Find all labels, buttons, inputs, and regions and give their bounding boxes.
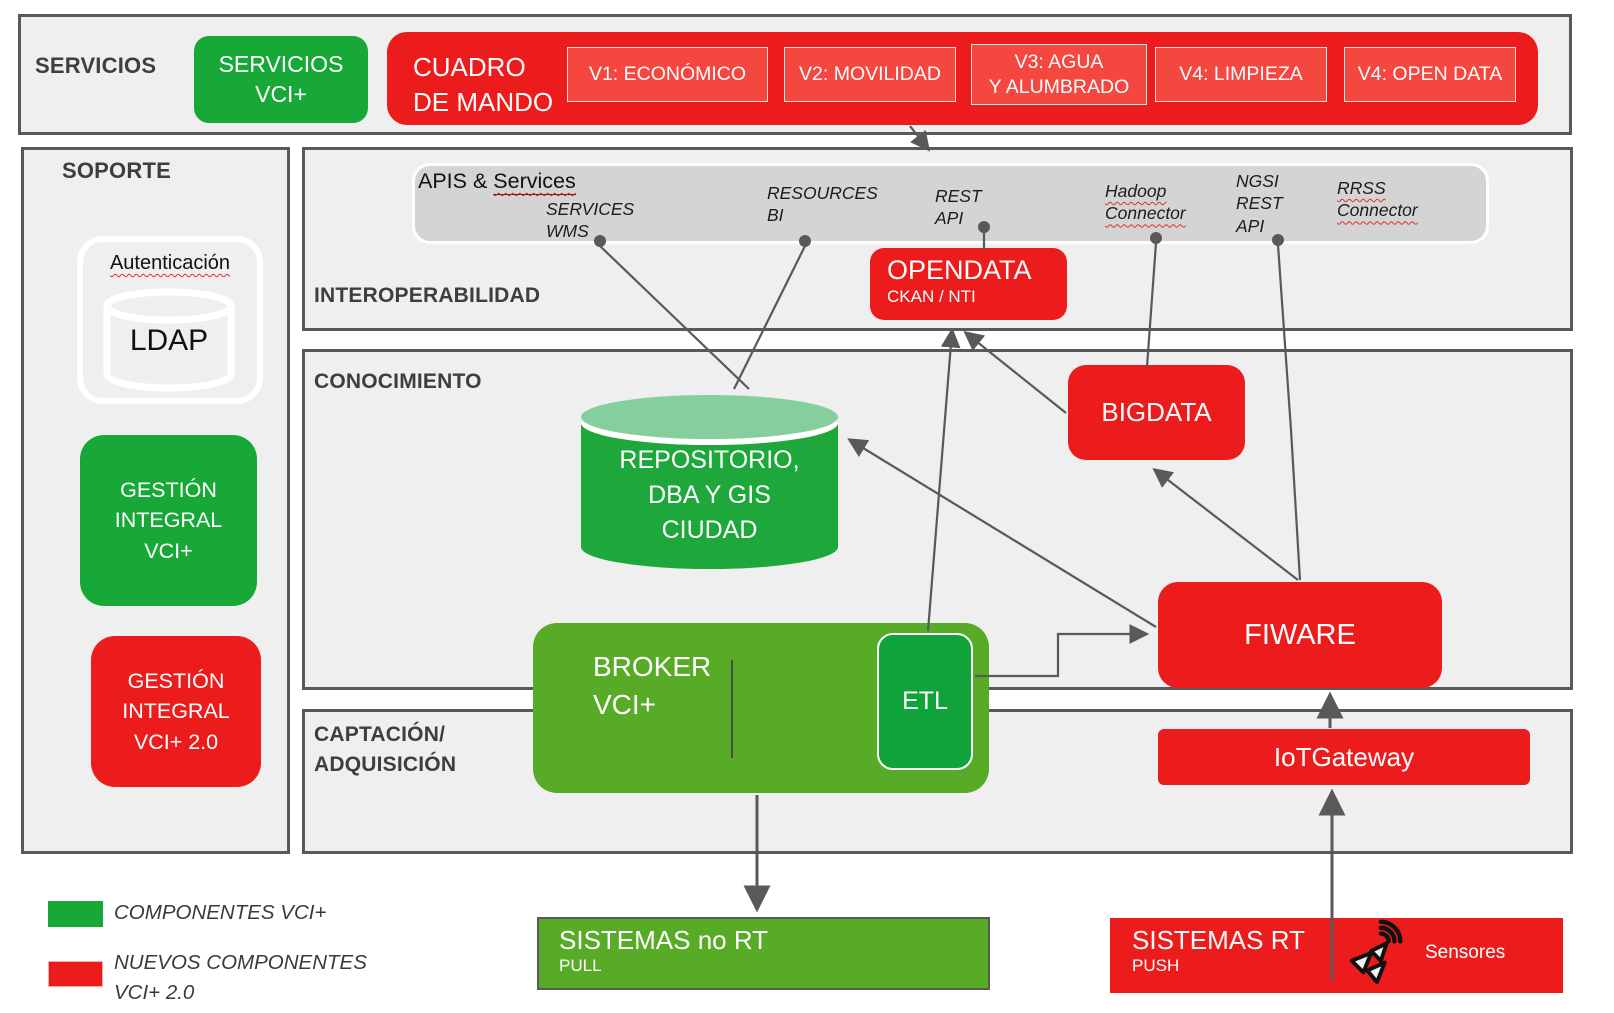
gestion-integral-vci2-box: GESTIÓN INTEGRAL VCI+ 2.0 bbox=[91, 636, 261, 787]
servicios-section-label: SERVICIOS bbox=[35, 53, 157, 78]
legend-label-nuevos-componentes: NUEVOS COMPONENTES VCI+ 2.0 bbox=[114, 951, 367, 1004]
auth-container bbox=[77, 236, 263, 404]
api-endpoint-label: RRSS Connector bbox=[1337, 178, 1418, 221]
bigdata-box: BIGDATA bbox=[1068, 365, 1245, 460]
legend-label-componentes: COMPONENTES VCI+ bbox=[114, 901, 327, 924]
sensores-label: Sensores bbox=[1425, 942, 1506, 963]
apis-title-word: Services bbox=[493, 169, 576, 195]
auth-label-text: Autenticación bbox=[109, 252, 231, 274]
etl-box: ETL bbox=[877, 633, 973, 770]
cuadro-item: V2: MOVILIDAD bbox=[784, 47, 956, 102]
sistemas-no-rt-subtitle: PULL bbox=[559, 956, 602, 975]
repositorio-cylinder bbox=[577, 393, 842, 575]
cuadro-item: V1: ECONÓMICO bbox=[567, 47, 768, 102]
opendata-subtitle: CKAN / NTI bbox=[887, 287, 976, 306]
api-endpoint-label: Hadoop Connector bbox=[1105, 181, 1186, 224]
cuadro-item: V4: OPEN DATA bbox=[1344, 47, 1516, 102]
ldap-cylinder-icon bbox=[101, 288, 237, 394]
gestion-integral-vci-box: GESTIÓN INTEGRAL VCI+ bbox=[80, 435, 257, 606]
repositorio-label: REPOSITORIO, DBA Y GIS CIUDAD bbox=[619, 445, 800, 544]
sistemas-rt-title: SISTEMAS RT bbox=[1132, 925, 1305, 955]
api-endpoint-label: REST API bbox=[935, 186, 982, 229]
cuadro-de-mando-label: CUADRO DE MANDO bbox=[413, 52, 554, 118]
sensors-icon bbox=[1342, 916, 1410, 986]
legend-swatch-green bbox=[48, 901, 103, 927]
fiware-box: FIWARE bbox=[1158, 582, 1442, 688]
captacion-section-label: CAPTACIÓN/ ADQUISICIÓN bbox=[314, 723, 457, 777]
sistemas-no-rt-box: SISTEMAS no RT PULL bbox=[537, 917, 990, 990]
opendata-title: OPENDATA bbox=[887, 255, 1032, 285]
opendata-box: OPENDATA CKAN / NTI bbox=[870, 248, 1067, 320]
sistemas-rt-box: SISTEMAS RT PUSH bbox=[1110, 918, 1563, 993]
sistemas-rt-subtitle: PUSH bbox=[1132, 956, 1180, 975]
sistemas-no-rt-title: SISTEMAS no RT bbox=[559, 925, 769, 955]
servicios-vci-box: SERVICIOS VCI+ bbox=[194, 36, 368, 123]
conocimiento-section-label: CONOCIMIENTO bbox=[314, 370, 482, 393]
apis-title: APIS & Services bbox=[418, 169, 576, 195]
broker-label: BROKER VCI+ bbox=[593, 651, 712, 720]
broker-divider bbox=[731, 660, 733, 758]
ldap-label: LDAP bbox=[129, 324, 209, 357]
auth-label: Autenticación bbox=[99, 252, 241, 275]
cuadro-item: V3: AGUA Y ALUMBRADO bbox=[971, 44, 1147, 105]
iotgateway-box: IoTGateway bbox=[1158, 729, 1530, 785]
api-endpoint-label: RESOURCES BI bbox=[767, 183, 878, 226]
apis-title-prefix: APIS & bbox=[418, 169, 494, 193]
api-endpoint-label: NGSI REST API bbox=[1236, 171, 1283, 236]
api-endpoint-label: SERVICES WMS bbox=[546, 199, 635, 242]
soporte-section-label: SOPORTE bbox=[62, 158, 171, 183]
apis-bar bbox=[412, 163, 1489, 244]
cuadro-item: V4: LIMPIEZA bbox=[1155, 47, 1327, 102]
legend-swatch-red bbox=[48, 961, 103, 987]
interoperabilidad-section-label: INTEROPERABILIDAD bbox=[314, 284, 541, 307]
